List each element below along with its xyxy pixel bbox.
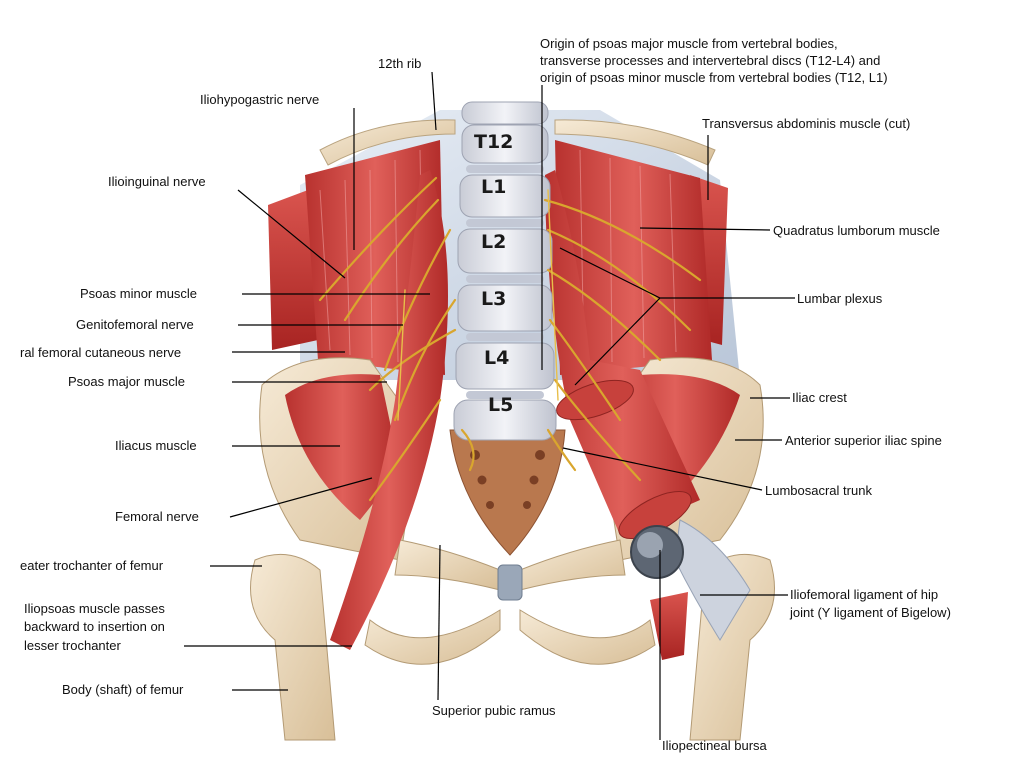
- label-iliopsoas-line2: backward to insertion on: [24, 619, 165, 634]
- label-iliac-crest: Iliac crest: [792, 390, 847, 405]
- label-genitofemoral-nerve: Genitofemoral nerve: [76, 317, 194, 332]
- label-iliopsoas-line1: Iliopsoas muscle passes: [24, 601, 165, 616]
- annotation-labels: Origin of psoas major muscle from verteb…: [20, 36, 951, 753]
- superior-pubic-ramus-right: [519, 539, 626, 591]
- vertebra-label-l2: L2: [481, 231, 506, 253]
- label-greater-trochanter: eater trochanter of femur: [20, 558, 164, 573]
- iliopsoas-insertion-right: [650, 592, 688, 660]
- label-lumbar-plexus: Lumbar plexus: [797, 291, 883, 306]
- bursa-highlight: [637, 532, 663, 558]
- femur-left: [250, 553, 336, 741]
- label-iliofemoral-ligament-line2: joint (Y ligament of Bigelow): [789, 605, 951, 620]
- inferior-pubic-ring-right: [519, 609, 656, 665]
- leader-lines: [184, 71, 795, 740]
- label-anterior-superior-iliac-spine: Anterior superior iliac spine: [785, 433, 942, 448]
- label-psoas-minor: Psoas minor muscle: [80, 286, 197, 301]
- iliacus-left: [285, 374, 400, 520]
- label-lateral-femoral-cutaneous: ral femoral cutaneous nerve: [20, 345, 181, 360]
- sacrum: [449, 429, 566, 556]
- psoas-major-right: [545, 170, 700, 535]
- vertebra-label-l5: L5: [488, 394, 513, 416]
- label-iliopectineal-bursa: Iliopectineal bursa: [662, 738, 768, 753]
- vertebra-label-l3: L3: [481, 288, 506, 310]
- label-lumbosacral-trunk: Lumbosacral trunk: [765, 483, 872, 498]
- label-psoas-major: Psoas major muscle: [68, 374, 185, 389]
- label-ilioinguinal-nerve: Ilioinguinal nerve: [108, 174, 206, 189]
- iliofemoral-ligament: [674, 519, 751, 641]
- label-origin-psoas-line2: transverse processes and intervertebral …: [540, 53, 880, 68]
- vertebra-label-l4: L4: [484, 347, 509, 369]
- label-iliofemoral-ligament-line1: Iliofemoral ligament of hip: [790, 587, 938, 602]
- vertebra-labels: T12 L1 L2 L3 L4 L5: [474, 131, 513, 416]
- label-iliacus-muscle: Iliacus muscle: [115, 438, 197, 453]
- label-body-of-femur: Body (shaft) of femur: [62, 682, 184, 697]
- label-transversus-abdominis: Transversus abdominis muscle (cut): [702, 116, 910, 131]
- vertebra-label-l1: L1: [481, 176, 506, 198]
- vertebra-label-t12: T12: [474, 131, 513, 153]
- label-quadratus-lumborum: Quadratus lumborum muscle: [773, 223, 940, 238]
- twelfth-rib: [319, 119, 456, 166]
- vertebral-column: [453, 101, 557, 441]
- psoas-cut-section-top: [556, 379, 634, 421]
- nerves: [318, 176, 702, 502]
- sacral-foramina: [470, 450, 545, 509]
- label-12th-rib: 12th rib: [378, 56, 421, 71]
- pubic-symphysis: [497, 564, 523, 601]
- label-origin-psoas-line3: origin of psoas minor muscle from verteb…: [540, 70, 888, 85]
- superior-pubic-ramus-left: [394, 539, 501, 591]
- label-superior-pubic-ramus: Superior pubic ramus: [432, 703, 556, 718]
- quadratus-lumborum-right: [555, 140, 712, 375]
- label-origin-psoas-line1: Origin of psoas major muscle from verteb…: [540, 36, 838, 51]
- label-iliohypogastric-nerve: Iliohypogastric nerve: [200, 92, 319, 107]
- label-iliopsoas-line3: lesser trochanter: [24, 638, 121, 653]
- transversus-abdominis-left: [268, 190, 318, 350]
- inferior-pubic-ring-left: [364, 609, 501, 665]
- label-femoral-nerve: Femoral nerve: [115, 509, 199, 524]
